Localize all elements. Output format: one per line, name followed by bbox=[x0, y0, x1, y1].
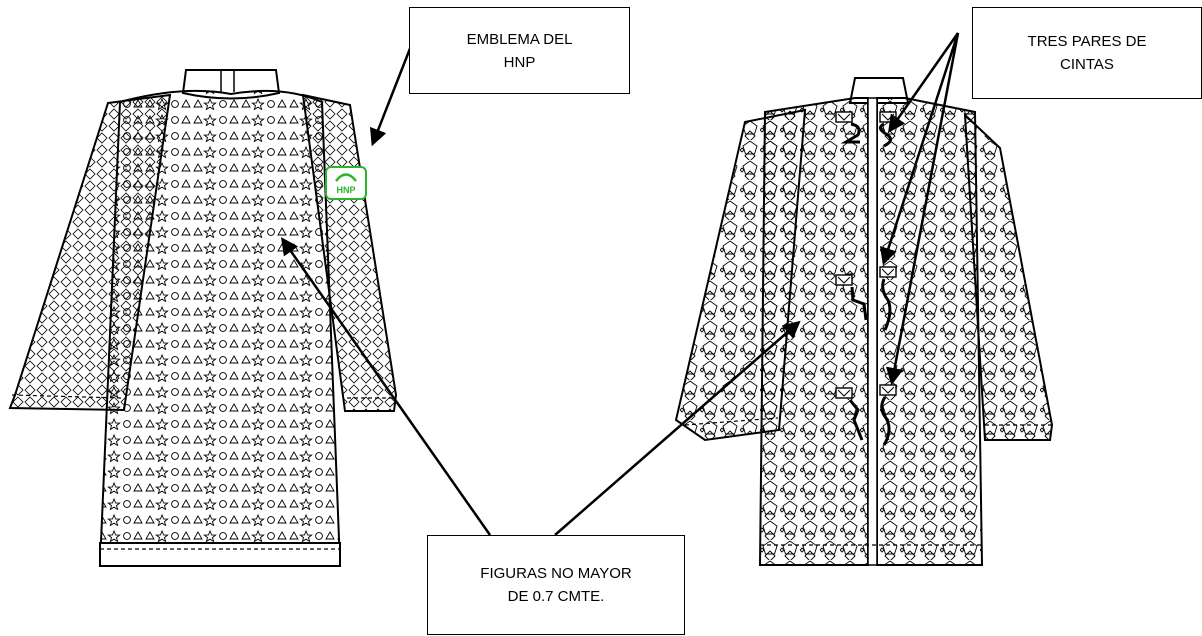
callout-emblema-del-hnp: EMBLEMA DEL HNP bbox=[409, 7, 630, 94]
tie-pair-bottom bbox=[835, 384, 897, 446]
callout-emblema-line1: EMBLEMA DEL bbox=[466, 30, 573, 48]
arrow-cintas-bottom bbox=[886, 32, 960, 386]
arrow-cintas-top bbox=[887, 32, 960, 133]
hnp-emblem-text: HNP bbox=[336, 185, 355, 195]
back-body-right bbox=[876, 97, 984, 566]
callout-cintas-line1: TRES PARES DE bbox=[1027, 33, 1147, 50]
back-opening bbox=[867, 97, 878, 566]
arrow-figuras-front bbox=[280, 237, 492, 536]
callout-emblema-line2: HNP bbox=[503, 53, 536, 71]
arrow-emblema bbox=[369, 45, 413, 147]
tie-pair-middle bbox=[835, 266, 897, 331]
callout-figuras-line1: FIGURAS NO MAYOR bbox=[480, 565, 632, 582]
pointer-arrows bbox=[280, 32, 960, 536]
arrow-figuras-back bbox=[554, 320, 801, 536]
front-hem bbox=[99, 542, 341, 567]
front-body bbox=[98, 89, 342, 566]
callout-figuras-no-mayor: FIGURAS NO MAYOR DE 0.7 CMTE. bbox=[427, 535, 685, 635]
front-gown: HNP bbox=[8, 69, 398, 567]
callout-cintas-line2: CINTAS bbox=[1060, 56, 1114, 73]
hnp-emblem-badge: HNP bbox=[325, 166, 367, 200]
callout-figuras-line2: DE 0.7 CMTE. bbox=[507, 588, 605, 605]
back-right-sleeve bbox=[963, 112, 1054, 441]
callout-tres-pares-de-cintas: TRES PARES DE CINTAS bbox=[972, 7, 1202, 99]
back-body-left bbox=[758, 97, 869, 566]
back-gown bbox=[674, 77, 1054, 566]
arrow-cintas-middle bbox=[879, 32, 960, 266]
